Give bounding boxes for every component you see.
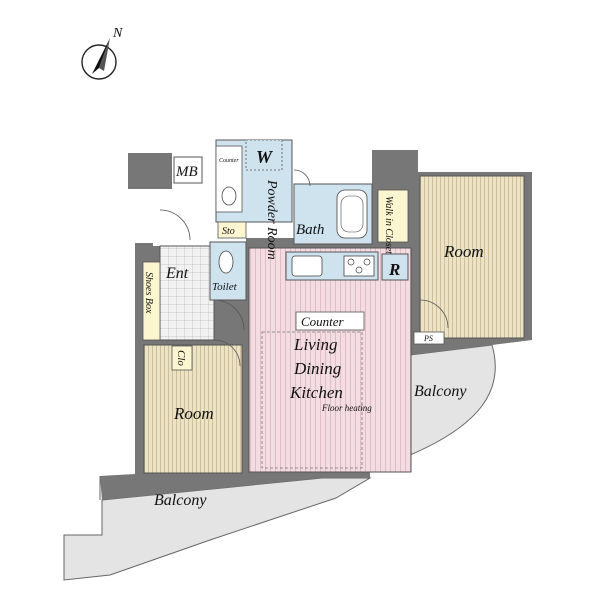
mb-box — [173, 156, 203, 184]
floor-heating-area — [261, 331, 363, 469]
burner-icon — [363, 258, 371, 266]
room-right — [419, 175, 525, 339]
balcony-bottom-label: Balcony — [154, 492, 207, 509]
compass-needle-tail — [99, 38, 110, 71]
room-left-label: Room — [173, 404, 214, 423]
storage — [217, 221, 247, 239]
dining-label: Dining — [293, 359, 341, 378]
mb-wall — [128, 153, 172, 189]
ps-box — [413, 331, 445, 345]
sto-label: Sto — [222, 226, 235, 237]
bathtub-icon — [336, 189, 368, 239]
mb-label: MB — [175, 164, 198, 180]
refrigerator-label: R — [388, 260, 400, 279]
floor-heating-label: Floor heating — [321, 403, 372, 413]
room-right-label: Room — [443, 242, 484, 261]
stove-icon — [343, 255, 375, 277]
balcony-right — [409, 344, 496, 456]
walk-in-closet-label: Walk in Closet — [383, 196, 394, 254]
clo-label: Clo — [175, 350, 187, 366]
refrigerator — [381, 253, 409, 281]
compass: N — [81, 26, 123, 80]
door-arc — [293, 169, 311, 187]
walk-in-closet — [377, 189, 409, 243]
burner-icon — [347, 258, 355, 266]
living-dining-kitchen — [248, 247, 412, 473]
toilet-label: Toilet — [212, 281, 238, 293]
bathtub-inner — [340, 195, 364, 233]
burner-icon — [355, 266, 363, 274]
balcony-right-label: Balcony — [414, 383, 467, 400]
bath-label: Bath — [296, 222, 324, 238]
balcony-bottom-rail — [99, 476, 103, 535]
counter-label-box — [295, 311, 365, 331]
toilet-icon — [218, 250, 234, 274]
washer-label: W — [256, 147, 274, 167]
door-arc — [159, 209, 191, 241]
door-arc — [213, 339, 241, 367]
door-arc — [213, 299, 245, 331]
kitchen-sink-icon — [291, 255, 323, 277]
north-label: N — [112, 26, 123, 41]
entrance-floor — [159, 245, 215, 341]
living-label: Living — [293, 335, 337, 354]
closet-left — [171, 345, 193, 371]
counter-label: Counter — [301, 314, 345, 329]
shoes-box-label: Shoes Box — [143, 272, 154, 314]
ent-label: Ent — [165, 265, 189, 282]
washer-area — [245, 139, 283, 171]
sink-icon — [221, 186, 237, 206]
ps-label: PS — [423, 334, 433, 343]
counter-small-label: Counter — [219, 158, 239, 164]
door-arc — [419, 299, 449, 329]
compass-needle — [92, 38, 110, 74]
powder-room-label: Powder Room — [264, 179, 279, 260]
kitchen-label: Kitchen — [289, 383, 343, 402]
shoes-box — [142, 261, 161, 341]
room-left — [143, 344, 243, 474]
